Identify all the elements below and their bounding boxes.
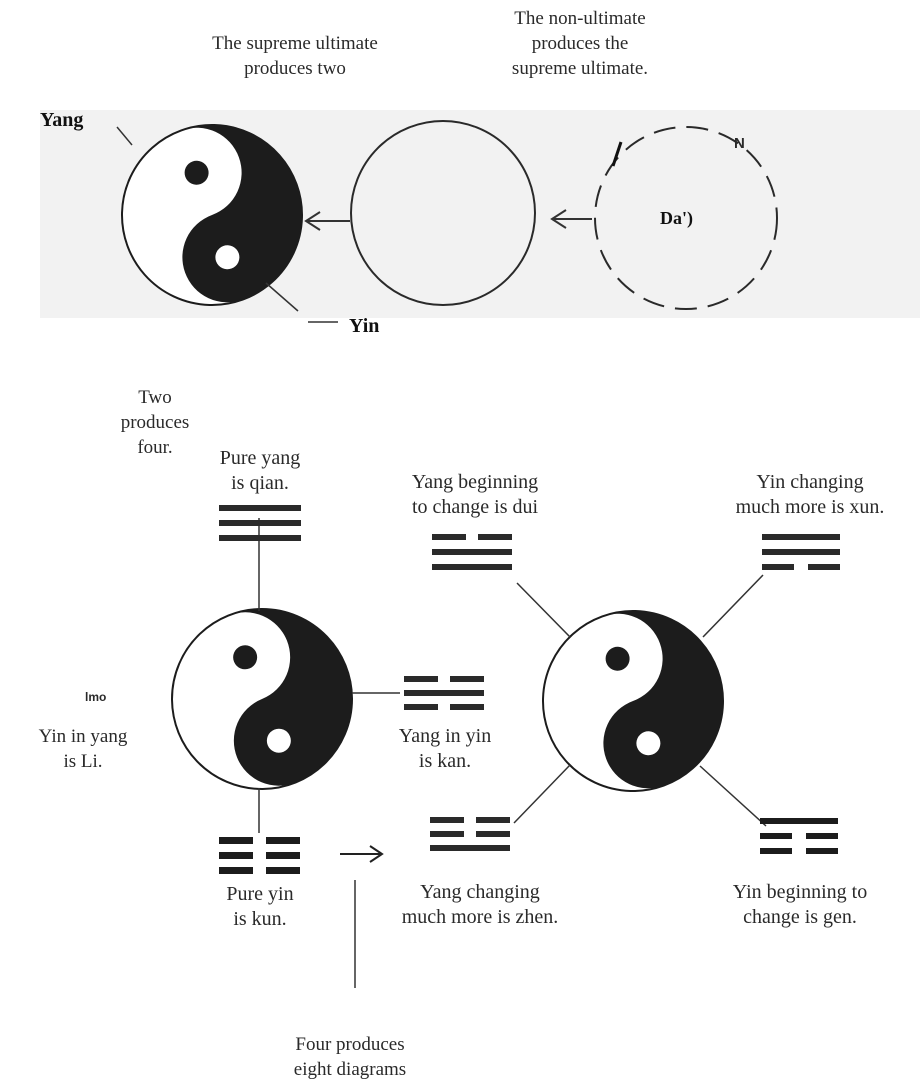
supreme-ultimate-circle bbox=[350, 120, 536, 306]
caption-line: Two bbox=[138, 387, 172, 408]
non-ultimate-dashed-circle bbox=[594, 126, 778, 310]
eight-diagrams-yin-yang bbox=[516, 584, 750, 818]
yin-pointer-line bbox=[265, 282, 299, 312]
four-produces-eight-caption: Four produces eight diagrams bbox=[250, 1032, 450, 1082]
dui-caption: Yang beginning to change is dui bbox=[370, 470, 580, 520]
n-label: N bbox=[734, 135, 745, 152]
zhen-trigram bbox=[430, 817, 510, 851]
line-to-gen bbox=[699, 765, 767, 827]
caption-line: Four produces bbox=[295, 1034, 405, 1055]
yin-in-yang-caption: Yin in yang is Li. bbox=[8, 724, 158, 774]
line-to-dui bbox=[516, 582, 571, 638]
xun-caption: Yin changing much more is xun. bbox=[700, 470, 920, 520]
caption-line: Yang changing bbox=[420, 881, 540, 903]
caption-line: produces bbox=[120, 412, 190, 433]
dao-label: Da') bbox=[660, 208, 693, 228]
two-produces-four-caption: Two produces four. bbox=[95, 385, 215, 460]
caption-line: much more is xun. bbox=[735, 496, 885, 518]
line-to-zhen bbox=[513, 764, 571, 824]
qian-trigram bbox=[219, 505, 301, 541]
caption-line: Yin beginning to bbox=[732, 881, 868, 903]
caption-line: The non-ultimate bbox=[514, 8, 646, 29]
caption-line: Yin in yang bbox=[38, 726, 128, 747]
caption-line: is kun. bbox=[233, 908, 287, 930]
caption-line: produces the bbox=[531, 33, 629, 54]
kan-trigram bbox=[404, 676, 484, 710]
pure-yang-caption: Pure yang is qian. bbox=[190, 446, 330, 496]
slash-mark bbox=[611, 141, 623, 167]
caption-line: change is gen. bbox=[743, 906, 857, 928]
caption-line: Yang in yin bbox=[398, 725, 492, 747]
zhen-caption: Yang changing much more is zhen. bbox=[360, 880, 600, 930]
pure-yin-caption: Pure yin is kun. bbox=[190, 882, 330, 932]
top-yin-yang-symbol bbox=[95, 98, 329, 332]
caption-line: Yang beginning bbox=[411, 471, 539, 493]
caption-line: produces two bbox=[244, 58, 346, 79]
xun-trigram bbox=[762, 534, 840, 570]
arrow-to-yin-yang bbox=[304, 211, 350, 231]
arrow-right bbox=[340, 845, 384, 863]
caption-line: is kan. bbox=[418, 750, 472, 772]
supreme-two-caption: The supreme ultimate produces two bbox=[160, 31, 430, 81]
four-symbols-yin-yang bbox=[143, 580, 381, 818]
line-to-xun bbox=[702, 574, 764, 638]
gen-caption: Yin beginning to change is gen. bbox=[690, 880, 910, 930]
non-ultimate-caption: The non-ultimate produces the supreme ul… bbox=[470, 6, 690, 81]
caption-line: eight diagrams bbox=[293, 1059, 407, 1080]
yang-pointer-line bbox=[116, 126, 133, 146]
dui-trigram bbox=[432, 534, 512, 570]
kun-trigram bbox=[219, 837, 300, 874]
caption-line: Yin changing bbox=[756, 471, 864, 493]
caption-line: Pure yin bbox=[226, 883, 294, 905]
caption-line: is Li. bbox=[63, 751, 103, 772]
gen-trigram bbox=[760, 818, 838, 854]
caption-line: much more is zhen. bbox=[401, 906, 559, 928]
yang-in-yin-caption: Yang in yin is kan. bbox=[370, 724, 520, 774]
arrow-to-supreme-ultimate bbox=[550, 209, 592, 229]
yin-in-yang-mark: lmo bbox=[85, 690, 107, 704]
yang-label: Yang bbox=[40, 109, 84, 131]
caption-line: to change is dui bbox=[411, 496, 539, 518]
caption-line: is qian. bbox=[231, 472, 289, 494]
yin-label: Yin bbox=[349, 315, 380, 337]
caption-line: The supreme ultimate bbox=[212, 33, 378, 54]
caption-line: supreme ultimate. bbox=[511, 58, 649, 79]
caption-line: four. bbox=[137, 437, 173, 458]
caption-line: Pure yang bbox=[219, 447, 301, 469]
